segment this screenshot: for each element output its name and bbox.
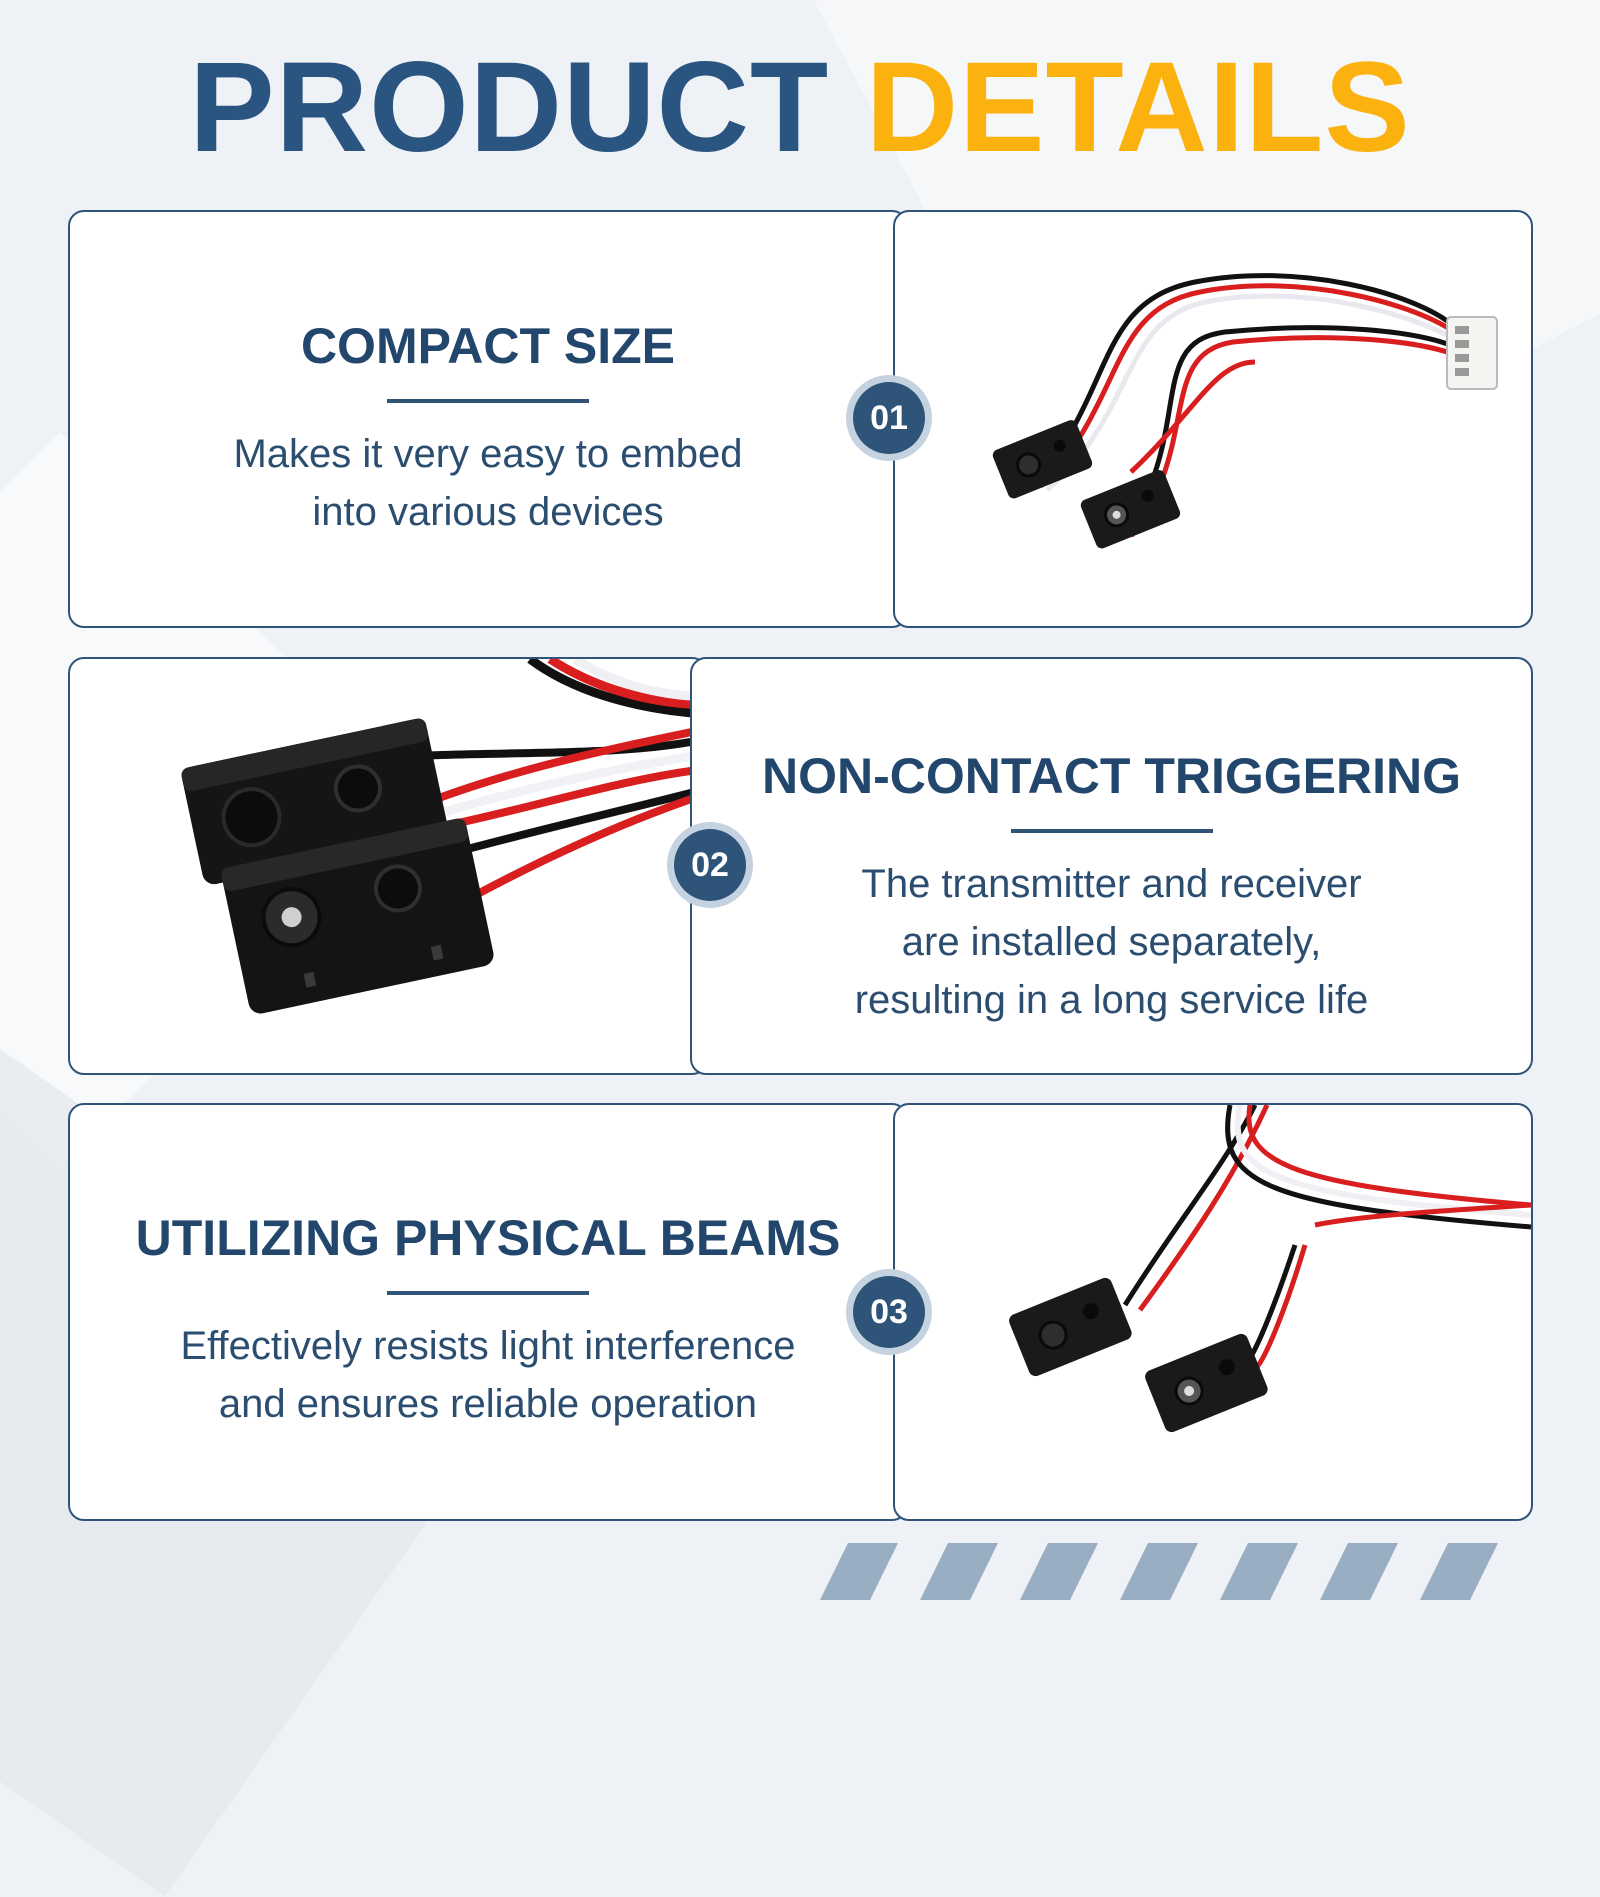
feature-1-number-badge: 01 bbox=[846, 375, 932, 461]
feature-3-text-card: UTILIZING PHYSICAL BEAMS Effectively res… bbox=[68, 1103, 908, 1521]
feature-2-image-card bbox=[68, 657, 708, 1075]
divider bbox=[387, 1291, 589, 1295]
feature-3-title: UTILIZING PHYSICAL BEAMS bbox=[135, 1210, 841, 1266]
feature-2-description: The transmitter and receiver are install… bbox=[854, 862, 1369, 1022]
title-part-2: DETAILS bbox=[865, 36, 1411, 179]
feature-3-number-badge: 03 bbox=[846, 1269, 932, 1355]
divider bbox=[1010, 829, 1213, 833]
feature-3-image-card bbox=[893, 1103, 1533, 1521]
feature-2-title: NON-CONTACT TRIGGERING bbox=[761, 748, 1462, 804]
feature-3-description: Effectively resists light interference a… bbox=[180, 1324, 796, 1426]
feature-2-number-badge: 02 bbox=[667, 822, 753, 908]
title-part-1: PRODUCT bbox=[189, 36, 830, 179]
sensor-pair-with-cable-icon bbox=[992, 273, 1498, 549]
decorative-stripes bbox=[820, 1543, 1540, 1600]
sensor-closeup-icon bbox=[181, 659, 706, 1014]
feature-2-text-card: NON-CONTACT TRIGGERING The transmitter a… bbox=[690, 657, 1533, 1075]
sensor-pair-icon bbox=[1009, 1105, 1531, 1433]
feature-1-description: Makes it very easy to embed into various… bbox=[233, 432, 743, 534]
feature-1-image-card bbox=[893, 210, 1533, 628]
feature-1-title: COMPACT SIZE bbox=[300, 318, 676, 374]
feature-1-text-card: COMPACT SIZE Makes it very easy to embed… bbox=[68, 210, 908, 628]
divider bbox=[387, 399, 589, 403]
page-title: PRODUCT DETAILS bbox=[0, 36, 1600, 179]
